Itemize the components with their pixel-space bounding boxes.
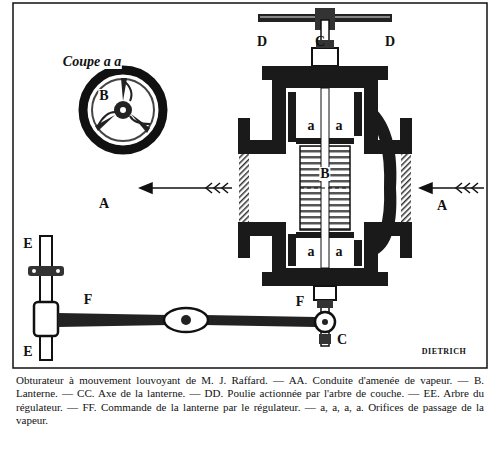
part-letter: B bbox=[98, 89, 109, 103]
part-letter: F bbox=[83, 293, 94, 307]
steam-arrows bbox=[140, 183, 484, 193]
part-letter: D bbox=[256, 35, 268, 49]
caption: Obturateur à mouvement louvoyant de M. J… bbox=[16, 374, 484, 428]
part-letter: B bbox=[319, 167, 330, 181]
part-letter: F bbox=[295, 295, 306, 309]
part-letter: A bbox=[436, 199, 448, 213]
signature: DIETRICH bbox=[421, 348, 467, 356]
part-letter: E bbox=[22, 345, 33, 359]
part-letter: a bbox=[335, 245, 344, 259]
section-view bbox=[83, 70, 163, 150]
part-letter: E bbox=[22, 237, 33, 251]
part-letter: a bbox=[307, 245, 316, 259]
part-letter: A bbox=[98, 197, 110, 211]
part-letter: D bbox=[384, 35, 396, 49]
part-letter: a bbox=[335, 119, 344, 133]
frame bbox=[13, 3, 487, 368]
section-title: Coupe a a bbox=[62, 55, 122, 69]
valve-body bbox=[238, 66, 412, 308]
part-letter: C bbox=[336, 333, 348, 347]
part-letter: a bbox=[307, 119, 316, 133]
part-letter: C bbox=[314, 35, 326, 49]
regulator-linkage bbox=[28, 236, 335, 360]
